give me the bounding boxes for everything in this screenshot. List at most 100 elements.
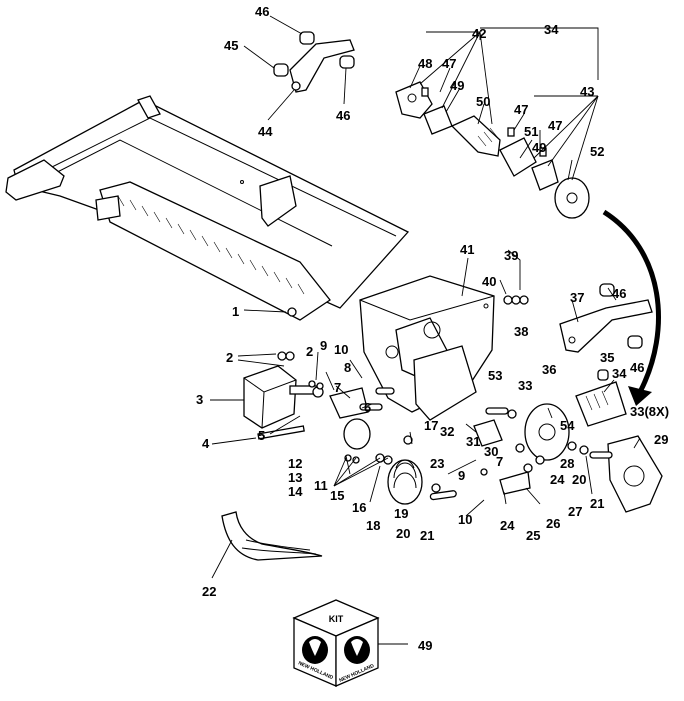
washer: [352, 456, 360, 464]
callout: 6: [364, 400, 371, 415]
grease-fitting: [507, 127, 515, 137]
washer: [480, 468, 488, 476]
callout: 13: [288, 470, 302, 485]
callout: 32: [440, 424, 454, 439]
callout: 30: [484, 444, 498, 459]
callout: 12: [288, 456, 302, 471]
callout: 3: [196, 392, 203, 407]
callout: 35: [600, 350, 614, 365]
kit-box: KIT NEW HOLLAND NEW HOLLAND: [292, 599, 380, 687]
callout: 29: [654, 432, 668, 447]
callout: 14: [288, 484, 303, 499]
callout: 2: [226, 350, 233, 365]
washer: [567, 441, 577, 451]
shaft-yoke: [575, 381, 627, 427]
grease-fitting: [421, 87, 429, 97]
bolt: [375, 387, 395, 395]
callout: 8: [344, 360, 351, 375]
washer: [383, 455, 393, 465]
washer: [277, 351, 287, 361]
callout: 16: [352, 500, 366, 515]
washer: [507, 409, 517, 419]
washer: [535, 455, 545, 465]
new-holland-logo-icon: [344, 636, 370, 664]
driveshaft-assembly: [395, 81, 590, 219]
left-gearbox: [243, 365, 324, 429]
new-holland-logo-icon: [302, 636, 328, 664]
callout: 20: [396, 526, 410, 541]
callout: 33(8X): [630, 404, 669, 419]
bolt: [589, 451, 613, 459]
small-bolt: [287, 307, 297, 317]
callout: 33: [518, 378, 532, 393]
callout: 31: [466, 434, 480, 449]
leader-lines: [210, 15, 641, 645]
callout: 21: [590, 496, 604, 511]
bushing: [599, 283, 615, 297]
header-frame: [5, 95, 410, 321]
washer: [511, 295, 521, 305]
washer: [515, 443, 525, 453]
bushing-right: [339, 55, 355, 69]
washer: [403, 435, 413, 445]
grease-fitting: [597, 369, 609, 381]
callout: 19: [394, 506, 408, 521]
pulley-grooved: [387, 459, 423, 505]
callout: 25: [526, 528, 540, 543]
callout: 50: [476, 94, 490, 109]
callout: 28: [560, 456, 574, 471]
callout: 24: [500, 518, 515, 533]
callout: 44: [258, 124, 273, 139]
callout: 47: [548, 118, 562, 133]
callout: 5: [258, 428, 265, 443]
clamp-bracket: [329, 387, 369, 419]
callout: 10: [334, 342, 348, 357]
callout: 20: [572, 472, 586, 487]
callout: 46: [255, 4, 269, 19]
bolt: [429, 490, 457, 501]
callout: 22: [202, 584, 216, 599]
key-pin: [257, 425, 305, 440]
callout: 4: [202, 436, 210, 451]
drive-belt: [221, 511, 323, 561]
callout: 45: [224, 38, 238, 53]
washer: [431, 483, 441, 493]
callout: 49: [418, 638, 432, 653]
bracket-assembly: [273, 31, 355, 93]
callout: 2: [306, 344, 313, 359]
callout: 38: [514, 324, 528, 339]
callout: 53: [488, 368, 502, 383]
callout: 36: [542, 362, 556, 377]
lever-arm: [559, 299, 653, 353]
callout: 46: [630, 360, 644, 375]
callout: 23: [430, 456, 444, 471]
callout-labels: 46 45 44 46 42 34 48 47 49 50 47 43 51 4…: [196, 4, 669, 653]
callout: 7: [334, 380, 341, 395]
callout: 46: [336, 108, 350, 123]
gearbox-housing: [359, 275, 495, 421]
callout: 15: [330, 488, 344, 503]
callout: 46: [612, 286, 626, 301]
tensioner-block: [499, 471, 531, 495]
callout: 21: [420, 528, 434, 543]
callout: 47: [442, 56, 456, 71]
pulley-large: [524, 403, 570, 461]
washer: [285, 351, 295, 361]
bolt: [485, 407, 509, 415]
callout: 42: [472, 26, 486, 41]
callout: 40: [482, 274, 496, 289]
callout: 51: [524, 124, 538, 139]
washer: [316, 382, 324, 390]
cover-plate: [607, 435, 663, 513]
callout: 11: [314, 478, 328, 493]
callout: 7: [496, 454, 503, 469]
curved-arrow: [602, 209, 661, 394]
callout: 54: [560, 418, 575, 433]
callout: 41: [460, 242, 474, 257]
small-bracket: [473, 419, 503, 447]
callout: 9: [458, 468, 465, 483]
callout: 48: [418, 56, 432, 71]
callout: 9: [320, 338, 327, 353]
callout: 18: [366, 518, 380, 533]
pulley-small: [343, 418, 371, 450]
